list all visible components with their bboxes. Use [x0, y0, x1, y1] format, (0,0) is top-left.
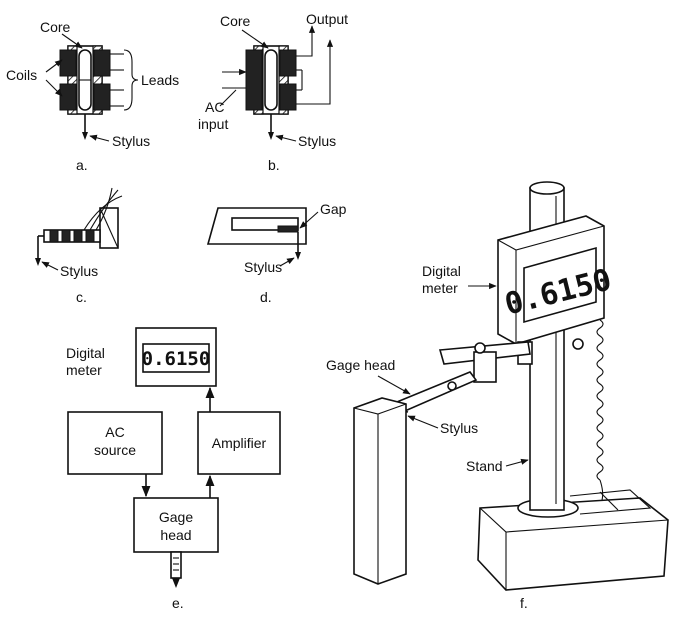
- display-reading-e: 0.6150: [142, 348, 211, 370]
- stand-base: [477, 497, 669, 591]
- adjust-knob: [572, 338, 584, 350]
- label-core: Core: [40, 19, 71, 35]
- panel-b: Core Output AC input Stylus b.: [198, 11, 348, 173]
- label-stylus-b: Stylus: [298, 133, 336, 149]
- label-digital-meter-e-2: meter: [66, 362, 102, 378]
- label-leads: Leads: [141, 72, 179, 88]
- label-output: Output: [306, 11, 348, 27]
- label-gage-head-2: head: [160, 527, 191, 543]
- gage-head-box: [133, 497, 219, 553]
- label-digital-meter-e-1: Digital: [66, 345, 105, 361]
- caption-b: b.: [268, 157, 280, 173]
- label-gage-head-1: Gage: [159, 509, 193, 525]
- output-lead-1: [296, 25, 316, 57]
- panel-d: Gap Stylus d.: [206, 201, 347, 305]
- output-lead-2: [296, 39, 334, 105]
- label-core-b: Core: [220, 13, 251, 29]
- workpiece-block: [353, 397, 407, 585]
- label-amplifier: Amplifier: [212, 435, 267, 451]
- caption-d: d.: [260, 289, 272, 305]
- label-stylus-a: Stylus: [112, 133, 150, 149]
- label-gap: Gap: [320, 201, 347, 217]
- caption-a: a.: [76, 157, 88, 173]
- lvdt-sensor-a: [59, 45, 111, 140]
- lvdt-sensor-b: [245, 45, 297, 140]
- lower-coil: [59, 83, 77, 111]
- label-ac-input-1: AC: [205, 99, 224, 115]
- label-digital-meter-f-1: Digital: [422, 263, 461, 279]
- label-stand: Stand: [466, 458, 503, 474]
- label-ac-source-2: source: [94, 442, 136, 458]
- panel-c: Stylus c.: [35, 187, 123, 305]
- amplifier-box: [197, 411, 281, 475]
- label-ac-input-2: input: [198, 116, 228, 132]
- stylus-e: [170, 551, 182, 579]
- caption-e: e.: [172, 595, 184, 611]
- coiled-cable: [596, 319, 604, 481]
- core-rod-b: [264, 49, 278, 111]
- panel-a: Core Coils Leads Stylus a.: [6, 19, 179, 173]
- label-stylus-c: Stylus: [60, 263, 98, 279]
- caption-f: f.: [520, 595, 528, 611]
- ac-source-box: [67, 411, 163, 475]
- label-stylus-f: Stylus: [440, 420, 478, 436]
- panel-f: 0.6150 Digital meter Gage head Stylus St…: [326, 181, 669, 611]
- meter-display-f: [523, 246, 597, 324]
- label-coils: Coils: [6, 67, 37, 83]
- lead-wire-1: [95, 187, 113, 231]
- leads-brace: [123, 49, 139, 111]
- label-gage-head-f: Gage head: [326, 357, 395, 373]
- caption-c: c.: [76, 289, 87, 305]
- upper-coil: [59, 49, 77, 77]
- label-stylus-d: Stylus: [244, 259, 282, 275]
- label-digital-meter-f-2: meter: [422, 280, 458, 296]
- label-ac-source-1: AC: [105, 424, 124, 440]
- meter-display-e: [142, 343, 210, 373]
- panel-e: 0.6150 Digital meter AC source Amplifier…: [66, 327, 281, 611]
